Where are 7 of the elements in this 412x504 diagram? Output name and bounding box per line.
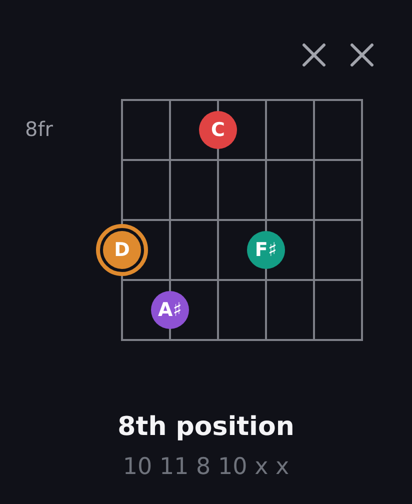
chord-title: 8th position [118, 414, 294, 440]
note-marker: C [199, 111, 237, 149]
fret-numbers: 10 11 8 10 x x [122, 456, 290, 479]
note-marker: D [96, 224, 148, 276]
note-marker: F♯ [247, 231, 285, 269]
fret-number-label: 8fr [25, 119, 53, 139]
note-marker: A♯ [151, 291, 189, 329]
